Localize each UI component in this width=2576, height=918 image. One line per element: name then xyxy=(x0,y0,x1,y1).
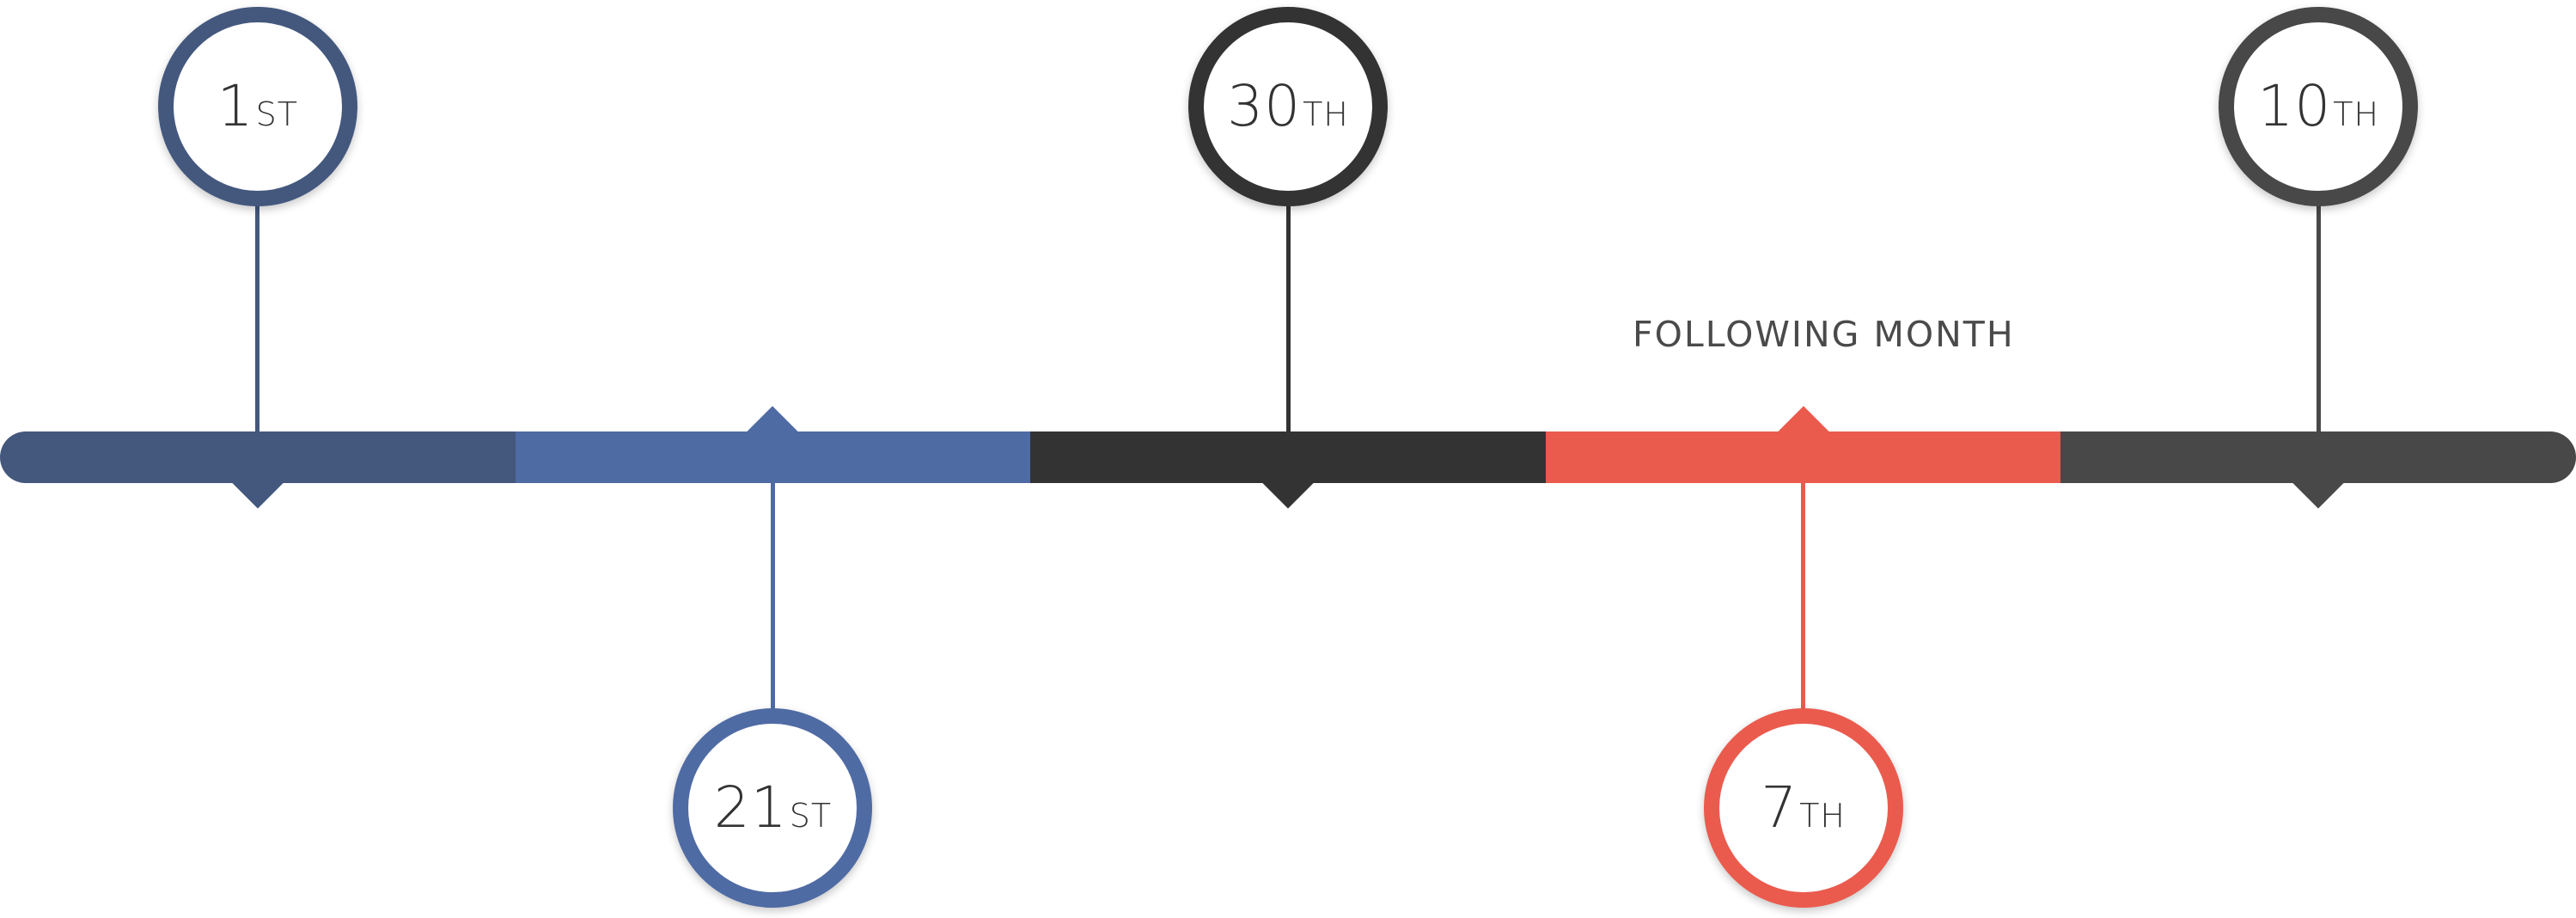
milestone-stem-4 xyxy=(1801,483,1806,717)
milestone-stem-5 xyxy=(2316,198,2321,431)
milestone-suffix: TH xyxy=(1799,797,1846,835)
milestone-day: 7 xyxy=(1761,774,1798,841)
milestone-day: 1 xyxy=(217,73,254,139)
milestone-suffix: ST xyxy=(255,95,298,133)
milestone-stem-2 xyxy=(770,483,775,717)
milestone-suffix: TH xyxy=(2333,95,2380,133)
milestone-day: 10 xyxy=(2257,73,2332,139)
milestone-day: 30 xyxy=(1227,73,1302,139)
milestone-stem-1 xyxy=(255,198,260,431)
milestone-suffix: ST xyxy=(789,797,833,835)
milestone-suffix: TH xyxy=(1303,95,1349,133)
milestone-stem-3 xyxy=(1285,198,1291,431)
milestone-day: 21 xyxy=(713,774,788,841)
following-month-label: FOLLOWING MONTH xyxy=(1633,314,2015,355)
